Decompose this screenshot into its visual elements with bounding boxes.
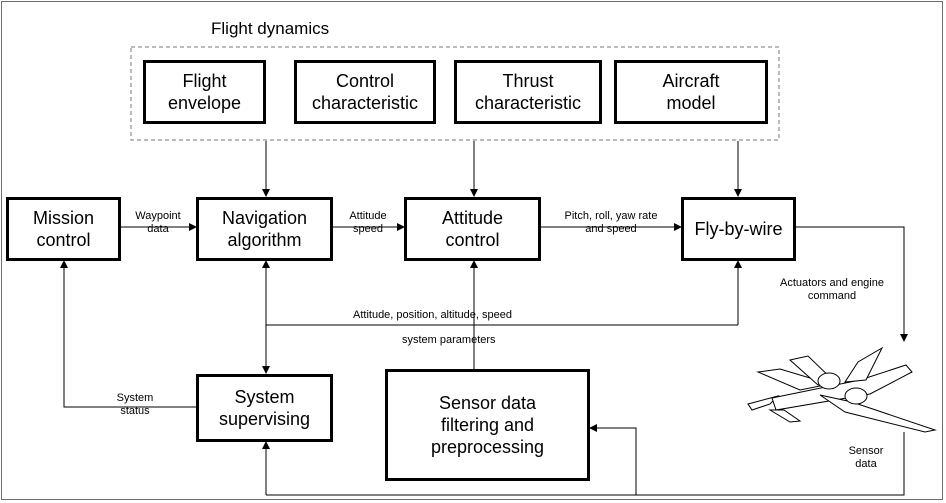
flight-dynamics-title: Flight dynamics xyxy=(211,19,330,38)
thrust-characteristic-block: Thrust characteristic xyxy=(454,60,602,124)
flight-dynamics-group xyxy=(130,46,780,141)
sensor-data-label: Sensor data xyxy=(848,445,884,470)
flight-envelope-block: Flight envelope xyxy=(143,60,266,124)
control-characteristic-block: Control characteristic xyxy=(294,60,436,124)
system-status-label: System status xyxy=(116,392,154,417)
sensor-data-filtering-block: Sensor data filtering and preprocessing xyxy=(385,369,590,481)
aircraft-icon xyxy=(747,346,937,433)
fly-by-wire-block: Fly-by-wire xyxy=(681,197,796,261)
arrow-status-to-mission xyxy=(60,260,196,408)
actuators-engine-label: Actuators and engine command xyxy=(780,277,884,302)
attitude-position-label: Attitude, position, altitude, speed xyxy=(353,309,512,321)
sensor-data-return-line xyxy=(266,432,905,496)
pitch-roll-yaw-label: Pitch, roll, yaw rate and speed xyxy=(564,210,658,235)
system-parameters-label: system parameters xyxy=(402,334,496,346)
attitude-control-block: Attitude control xyxy=(404,197,541,261)
attitude-speed-label: Attitude speed xyxy=(349,210,387,235)
arrow-fbw-to-aircraft xyxy=(796,226,908,342)
waypoint-data-label: Waypoint data xyxy=(135,210,181,235)
navigation-algorithm-block: Navigation algorithm xyxy=(196,197,333,261)
mission-control-block: Mission control xyxy=(6,197,121,261)
aircraft-model-block: Aircraft model xyxy=(614,60,768,124)
system-supervising-block: System supervising xyxy=(196,374,333,442)
arrow-to-sensor-block xyxy=(589,424,637,495)
